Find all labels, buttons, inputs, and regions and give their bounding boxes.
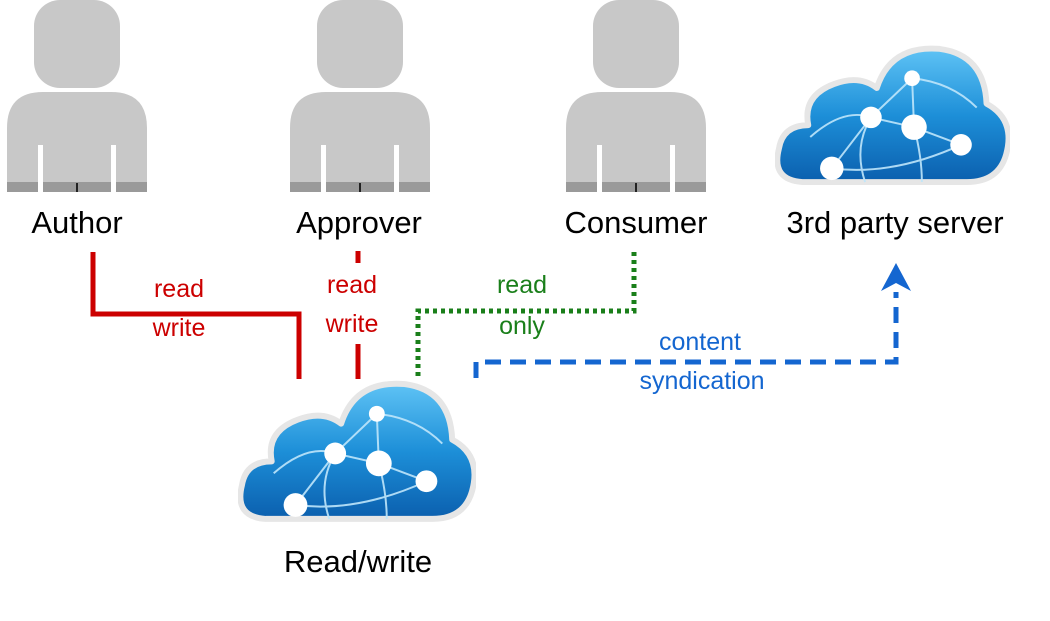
third-party-label: 3rd party server <box>786 205 1003 240</box>
edge-label-author: read write <box>152 275 206 342</box>
edge-label-line1: read <box>497 271 547 299</box>
edge-label-line1: read <box>327 271 377 299</box>
edge-label-line1: read <box>154 275 204 303</box>
author-label: Author <box>31 205 122 240</box>
edge-label-line2: write <box>152 314 206 342</box>
edge-label-line2: only <box>499 312 545 340</box>
edge-label-approver: read write <box>325 271 379 338</box>
person-icon <box>7 0 147 192</box>
consumer-label: Consumer <box>565 205 708 240</box>
edge-author-readwrite <box>90 252 302 379</box>
cloud-network-icon <box>240 384 474 519</box>
node-author: Author <box>7 0 147 240</box>
approver-label: Approver <box>296 205 422 240</box>
node-consumer: Consumer <box>565 0 708 240</box>
readwrite-label: Read/write <box>284 544 432 579</box>
node-approver: Approver <box>290 0 430 240</box>
node-readwrite: Read/write <box>240 384 474 579</box>
node-third-party-server: 3rd party server <box>777 49 1008 240</box>
edge-syndication <box>473 292 899 378</box>
arrowhead-up-icon <box>881 263 911 291</box>
edge-label-line2: write <box>325 310 379 338</box>
cloud-network-icon <box>777 49 1008 182</box>
person-icon <box>566 0 706 192</box>
edge-label-syndication: content syndication <box>639 328 764 395</box>
edge-label-line1: content <box>659 328 741 356</box>
person-icon <box>290 0 430 192</box>
edge-label-consumer: read only <box>497 271 547 340</box>
edge-label-line2: syndication <box>639 367 764 395</box>
